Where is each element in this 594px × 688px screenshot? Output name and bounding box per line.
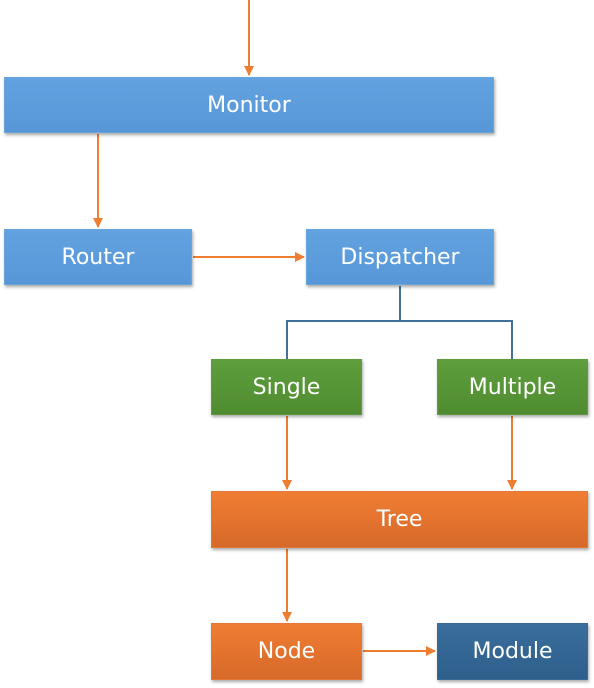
monitor-label: Monitor <box>207 92 291 118</box>
router-box: Router <box>4 229 192 285</box>
single-label: Single <box>252 374 321 400</box>
tree-label: Tree <box>376 507 423 532</box>
single-box: Single <box>211 359 362 415</box>
multiple-box: Multiple <box>437 359 588 415</box>
multiple-label: Multiple <box>468 374 557 400</box>
module-box: Module <box>437 623 588 680</box>
module-label: Module <box>472 639 553 664</box>
connector-dispatcher-branch <box>286 286 401 359</box>
node-label: Node <box>257 639 316 664</box>
node-box: Node <box>211 623 362 680</box>
tree-box: Tree <box>211 491 588 548</box>
dispatcher-label: Dispatcher <box>340 244 460 270</box>
dispatcher-box: Dispatcher <box>306 229 494 285</box>
connector-dispatcher-to-multiple <box>400 320 513 359</box>
router-label: Router <box>61 244 135 270</box>
monitor-box: Monitor <box>4 77 494 133</box>
